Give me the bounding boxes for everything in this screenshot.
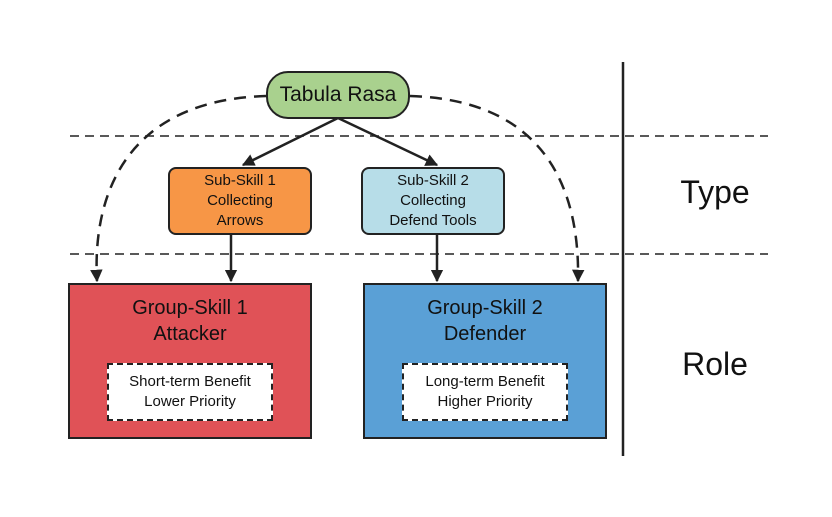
group-skill-1-role: Attacker xyxy=(153,323,227,345)
sub-skill-2-node: Sub-Skill 2 Collecting Defend Tools xyxy=(361,167,505,235)
group-skill-1-benefit-box: Short-term Benefit Lower Priority xyxy=(107,363,273,421)
sub-skill-1-line-3: Arrows xyxy=(216,212,264,229)
dashed-arc-left xyxy=(90,94,267,283)
group-skill-2-benefit-priority: Higher Priority xyxy=(437,393,533,410)
tabula-rasa-node: Tabula Rasa xyxy=(266,71,410,119)
sub-skill-2-title: Sub-Skill 2 xyxy=(397,172,469,189)
role-level-label: Role xyxy=(682,346,748,382)
group-skill-1-node: Group-Skill 1 Attacker Short-term Benefi… xyxy=(68,283,312,439)
dashed-arc-right xyxy=(409,94,585,283)
sub-skill-2-line-3: Defend Tools xyxy=(389,212,477,229)
sub-skill-1-node: Sub-Skill 1 Collecting Arrows xyxy=(168,167,312,235)
type-level-label: Type xyxy=(680,174,750,210)
group-skill-1-benefit-term: Short-term Benefit xyxy=(129,373,251,390)
group-skill-2-role: Defender xyxy=(443,323,527,345)
arrow-root-to-sub1 xyxy=(241,116,339,167)
group-skill-2-benefit-term: Long-term Benefit xyxy=(425,373,545,390)
arrow-root-to-sub2 xyxy=(337,116,439,167)
sub-skill-1-line-2: Collecting xyxy=(207,192,273,209)
tabula-rasa-label: Tabula Rasa xyxy=(279,83,397,106)
sub-skill-1-title: Sub-Skill 1 xyxy=(204,172,276,189)
sub-skill-2-line-2: Collecting xyxy=(400,192,466,209)
group-skill-2-title: Group-Skill 2 xyxy=(427,297,543,319)
group-skill-2-node: Group-Skill 2 Defender Long-term Benefit… xyxy=(363,283,607,439)
group-skill-1-benefit-priority: Lower Priority xyxy=(144,393,236,410)
group-skill-1-title: Group-Skill 1 xyxy=(132,297,248,319)
group-skill-2-benefit-box: Long-term Benefit Higher Priority xyxy=(402,363,568,421)
